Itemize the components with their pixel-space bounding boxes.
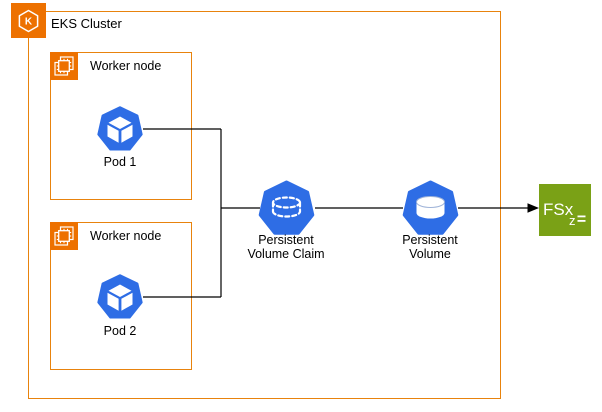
- fsx-openzfs-icon: FSx z: [539, 184, 591, 236]
- eks-icon: K: [11, 3, 46, 38]
- persistent-volume-claim-icon: [258, 180, 315, 235]
- pvc-label-line2: Volume Claim: [247, 247, 325, 261]
- pvc-label-line1: Persistent: [258, 233, 314, 247]
- eks-icon-letter: K: [25, 17, 33, 28]
- persistent-volume-label: Persistent Volume: [380, 233, 480, 261]
- persistent-volume-icon: [402, 180, 459, 235]
- pv-label-line2: Volume: [409, 247, 451, 261]
- pv-label-line1: Persistent: [402, 233, 458, 247]
- persistent-volume-claim-label: Persistent Volume Claim: [226, 233, 346, 261]
- fsx-icon-label: FSx: [543, 200, 574, 219]
- eks-cluster-label: EKS Cluster: [51, 16, 122, 31]
- worker-node-1-box: [50, 52, 192, 200]
- worker-node-1-label: Worker node: [90, 59, 162, 73]
- pod-2-label: Pod 2: [103, 324, 137, 338]
- worker-node-2-label: Worker node: [90, 229, 162, 243]
- ec2-instance-icon: [50, 222, 78, 250]
- fsx-icon-variant-letter: z: [569, 213, 576, 228]
- pod-1-label: Pod 1: [103, 155, 137, 169]
- pod-1-icon: [97, 106, 143, 151]
- ec2-instance-icon: [50, 52, 78, 80]
- arrowhead: [527, 203, 539, 213]
- pod-2-icon: [97, 274, 143, 319]
